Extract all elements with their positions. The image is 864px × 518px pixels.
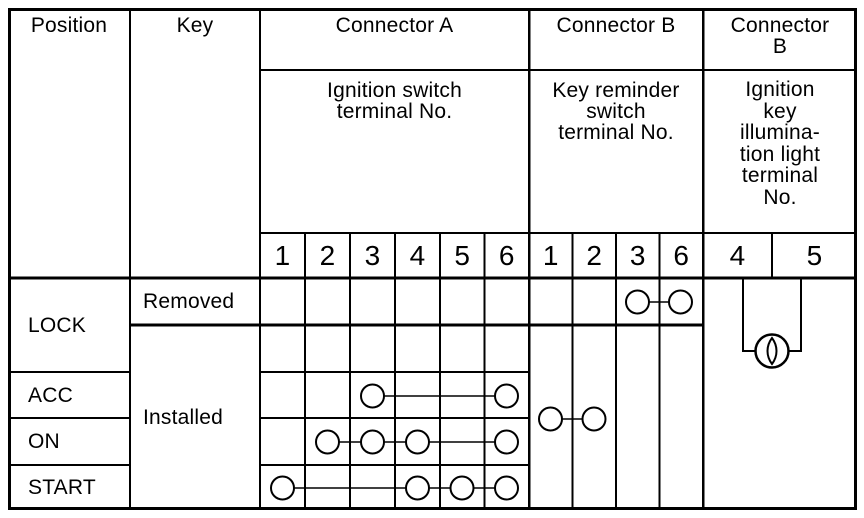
connector-a-title: Connector A	[335, 14, 454, 37]
row-label-on: ON	[28, 430, 60, 453]
connector-b-key-reminder-subtitle: Key reminder switch terminal No.	[552, 79, 680, 144]
key-reminder-terminal-1-header: 1	[542, 239, 559, 271]
terminal-contact-circle	[538, 406, 563, 432]
row-label-acc: ACC	[28, 383, 73, 407]
key-reminder-terminal-3-header: 3	[629, 239, 646, 271]
connector-a-terminal-5-header: 5	[454, 239, 471, 271]
terminal-contact-circle	[668, 289, 693, 315]
terminal-contact-circle	[360, 383, 385, 409]
terminal-contact-circle	[494, 429, 519, 455]
terminal-contact-circle	[360, 429, 385, 455]
terminal-contact-circle	[315, 429, 340, 455]
illumination-terminal-5-header: 5	[806, 239, 823, 271]
key-state-installed-label: Installed	[143, 406, 224, 429]
key-state-removed-label: Removed	[143, 290, 235, 313]
continuity-marks	[270, 279, 802, 501]
row-label-start: START	[28, 476, 96, 499]
terminal-contact-circle	[625, 289, 650, 315]
connector-a-subtitle: Ignition switch terminal No.	[327, 79, 462, 123]
connector-b-illumination-title: Connector B	[730, 14, 830, 58]
illumination-terminal-4-header: 4	[729, 239, 746, 271]
lamp-bulb-icon	[754, 333, 790, 369]
connector-a-terminal-1-header: 1	[274, 239, 291, 271]
connector-a-terminal-3-header: 3	[364, 239, 381, 271]
terminal-contact-circle	[405, 429, 430, 455]
position-column-header: Position	[30, 14, 108, 37]
lamp-filament-icon	[766, 336, 778, 366]
connector-a-terminal-6-header: 6	[498, 239, 515, 271]
terminal-contact-circle	[494, 475, 519, 501]
terminal-contact-circle	[581, 406, 607, 432]
row-label-lock: LOCK	[28, 313, 86, 337]
terminal-contact-circle	[270, 475, 295, 501]
terminal-contact-circle	[449, 475, 475, 501]
connector-b-key-reminder-title: Connector B	[556, 14, 676, 37]
connector-a-terminal-2-header: 2	[319, 239, 336, 271]
key-column-header: Key	[176, 14, 214, 37]
table-grid-lines	[8, 8, 857, 510]
connector-a-terminal-4-header: 4	[409, 239, 426, 271]
key-reminder-terminal-6-header: 6	[673, 239, 690, 271]
key-reminder-terminal-2-header: 2	[586, 239, 603, 271]
terminal-contact-circle	[405, 475, 430, 501]
connector-b-illumination-subtitle: Ignition key illumina- tion light termin…	[739, 78, 821, 209]
terminal-contact-circle	[494, 383, 519, 409]
